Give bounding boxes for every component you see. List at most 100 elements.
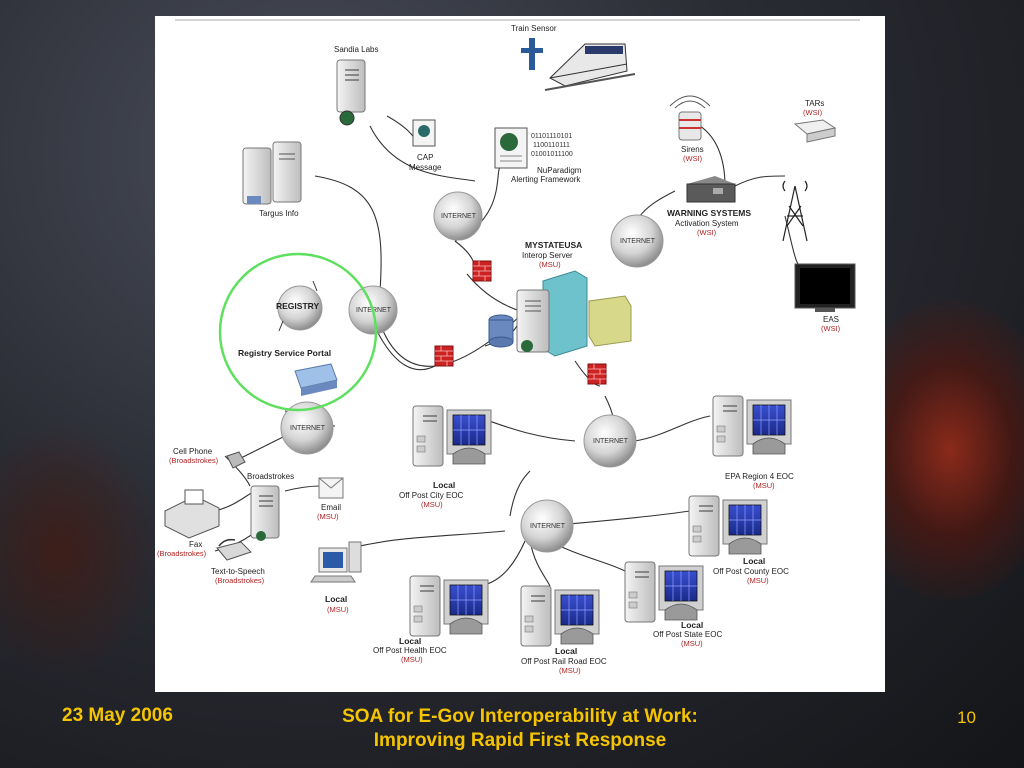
slide-title-line-1: SOA for E-Gov Interoperability at Work: bbox=[342, 706, 698, 727]
county-eoc-local: Local bbox=[743, 556, 765, 566]
cap-message-icon bbox=[412, 119, 436, 147]
slide-page-number: 10 bbox=[957, 708, 976, 727]
fax-broadstrokes: (Broadstrokes) bbox=[157, 549, 207, 558]
health-eoc-msu: (MSU) bbox=[401, 655, 423, 664]
registry-portal-label: Registry Service Portal bbox=[238, 348, 331, 358]
warning-system-device-icon bbox=[686, 176, 736, 203]
cell-phone-broadstrokes: (Broadstrokes) bbox=[169, 456, 219, 465]
state-eoc-icon bbox=[624, 561, 704, 623]
train-icon bbox=[544, 43, 636, 91]
local-computer-icon bbox=[310, 541, 362, 583]
sirens-wsi: (WSI) bbox=[683, 154, 703, 163]
mystateusa-msu: (MSU) bbox=[539, 260, 561, 269]
warning-systems-wsi: (WSI) bbox=[697, 228, 717, 237]
svg-text:INTERNET: INTERNET bbox=[441, 213, 477, 220]
cap-message-label-1: CAP bbox=[417, 153, 433, 162]
email-msu: (MSU) bbox=[317, 512, 339, 521]
eas-wsi: (WSI) bbox=[821, 324, 841, 333]
sirens-label: Sirens bbox=[681, 145, 704, 154]
broadstrokes-server-icon bbox=[250, 485, 280, 539]
warning-systems-label-2: Activation System bbox=[675, 219, 739, 228]
state-eoc-msu: (MSU) bbox=[681, 639, 703, 648]
text-to-speech-label: Text-to-Speech bbox=[211, 567, 265, 576]
health-eoc-local: Local bbox=[399, 636, 421, 646]
city-eoc-label: Off Post City EOC bbox=[399, 491, 464, 500]
sirens-icon bbox=[669, 95, 711, 141]
svg-text:INTERNET: INTERNET bbox=[290, 425, 326, 432]
internet-cloud-left: INTERNET bbox=[280, 401, 334, 455]
county-eoc-icon bbox=[688, 495, 768, 557]
slide-title: SOA for E-Gov Interoperability at Work: … bbox=[250, 705, 790, 753]
state-eoc-local: Local bbox=[681, 620, 703, 630]
targus-info-label: Targus Info bbox=[259, 209, 299, 218]
internet-cloud-top: INTERNET bbox=[433, 191, 483, 241]
city-eoc-local: Local bbox=[433, 480, 455, 490]
internet-cloud-bottom: INTERNET bbox=[520, 499, 574, 553]
registry-highlight-circle bbox=[218, 252, 378, 412]
cell-phone-icon bbox=[226, 451, 246, 469]
text-to-speech-broadstrokes: (Broadstrokes) bbox=[215, 576, 265, 585]
health-eoc-icon bbox=[409, 575, 489, 637]
svg-text:INTERNET: INTERNET bbox=[593, 438, 629, 445]
train-sensor-icon bbox=[521, 38, 543, 70]
epa-eoc-msu: (MSU) bbox=[753, 481, 775, 490]
city-eoc-msu: (MSU) bbox=[421, 500, 443, 509]
local-pc-label: Local bbox=[325, 594, 347, 604]
nuparadigm-label-1: NuParadigm bbox=[537, 166, 582, 175]
local-pc-msu: (MSU) bbox=[327, 605, 349, 614]
cap-message-label-2: Message bbox=[409, 163, 442, 172]
background-glow-left bbox=[0, 420, 160, 680]
email-icon bbox=[318, 477, 344, 499]
slide-title-line-2: Improving Rapid First Response bbox=[373, 730, 667, 751]
railroad-eoc-icon bbox=[520, 585, 600, 647]
tars-label: TARs bbox=[805, 99, 824, 108]
epa-eoc-icon bbox=[712, 395, 792, 457]
interop-server-icon bbox=[488, 270, 632, 357]
cell-phone-label: Cell Phone bbox=[173, 447, 213, 456]
tars-wsi: (WSI) bbox=[803, 108, 823, 117]
eas-tv-icon bbox=[794, 263, 856, 312]
sandia-labs-server-icon bbox=[336, 59, 366, 113]
targus-info-server-icon bbox=[242, 141, 302, 205]
registry-icon bbox=[277, 280, 323, 332]
mystateusa-label-2: Interop Server bbox=[522, 251, 573, 260]
health-eoc-label: Off Post Health EOC bbox=[373, 646, 447, 655]
binary-text-1: 01101110101 bbox=[531, 133, 572, 140]
registry-building-icon bbox=[294, 363, 338, 396]
diagram-panel: Train Sensor Sandia Labs CAP Message 011… bbox=[155, 16, 885, 692]
state-eoc-label: Off Post State EOC bbox=[653, 630, 722, 639]
broadstrokes-globe-icon bbox=[256, 531, 266, 541]
slide-date: 23 May 2006 bbox=[62, 705, 173, 726]
radio-tower-icon bbox=[782, 180, 808, 242]
internet-cloud-right: INTERNET bbox=[610, 214, 664, 268]
sandia-labs-label: Sandia Labs bbox=[334, 45, 378, 54]
mystateusa-label-1: MYSTATEUSA bbox=[525, 240, 582, 250]
binary-text-2: 1100110111 bbox=[533, 142, 570, 149]
svg-text:INTERNET: INTERNET bbox=[530, 523, 566, 530]
internet-cloud-lower-right: INTERNET bbox=[583, 414, 637, 468]
train-sensor-label: Train Sensor bbox=[511, 24, 557, 33]
fax-icon bbox=[164, 489, 220, 539]
firewall-icon-top bbox=[472, 260, 492, 282]
svg-text:INTERNET: INTERNET bbox=[620, 238, 656, 245]
railroad-eoc-msu: (MSU) bbox=[559, 666, 581, 675]
epa-eoc-label: EPA Region 4 EOC bbox=[725, 472, 794, 481]
email-label: Email bbox=[321, 503, 341, 512]
network-diagram: Train Sensor Sandia Labs CAP Message 011… bbox=[157, 19, 860, 675]
firewall-icon-left bbox=[434, 345, 454, 367]
binary-text-3: 01001011100 bbox=[531, 151, 573, 158]
county-eoc-msu: (MSU) bbox=[747, 576, 769, 585]
city-eoc-icon bbox=[412, 405, 492, 467]
tars-device-icon bbox=[793, 119, 837, 143]
eas-label: EAS bbox=[823, 315, 839, 324]
broadstrokes-label: Broadstrokes bbox=[247, 472, 294, 481]
railroad-eoc-local: Local bbox=[555, 646, 577, 656]
fax-label: Fax bbox=[189, 540, 202, 549]
county-eoc-label: Off Post County EOC bbox=[713, 567, 789, 576]
warning-systems-label-1: WARNING SYSTEMS bbox=[667, 208, 751, 218]
railroad-eoc-label: Off Post Rail Road EOC bbox=[521, 657, 607, 666]
globe-icon bbox=[339, 110, 355, 126]
phone-icon bbox=[216, 538, 252, 561]
firewall-icon-right bbox=[587, 363, 607, 385]
nuparadigm-document-icon bbox=[494, 127, 528, 169]
